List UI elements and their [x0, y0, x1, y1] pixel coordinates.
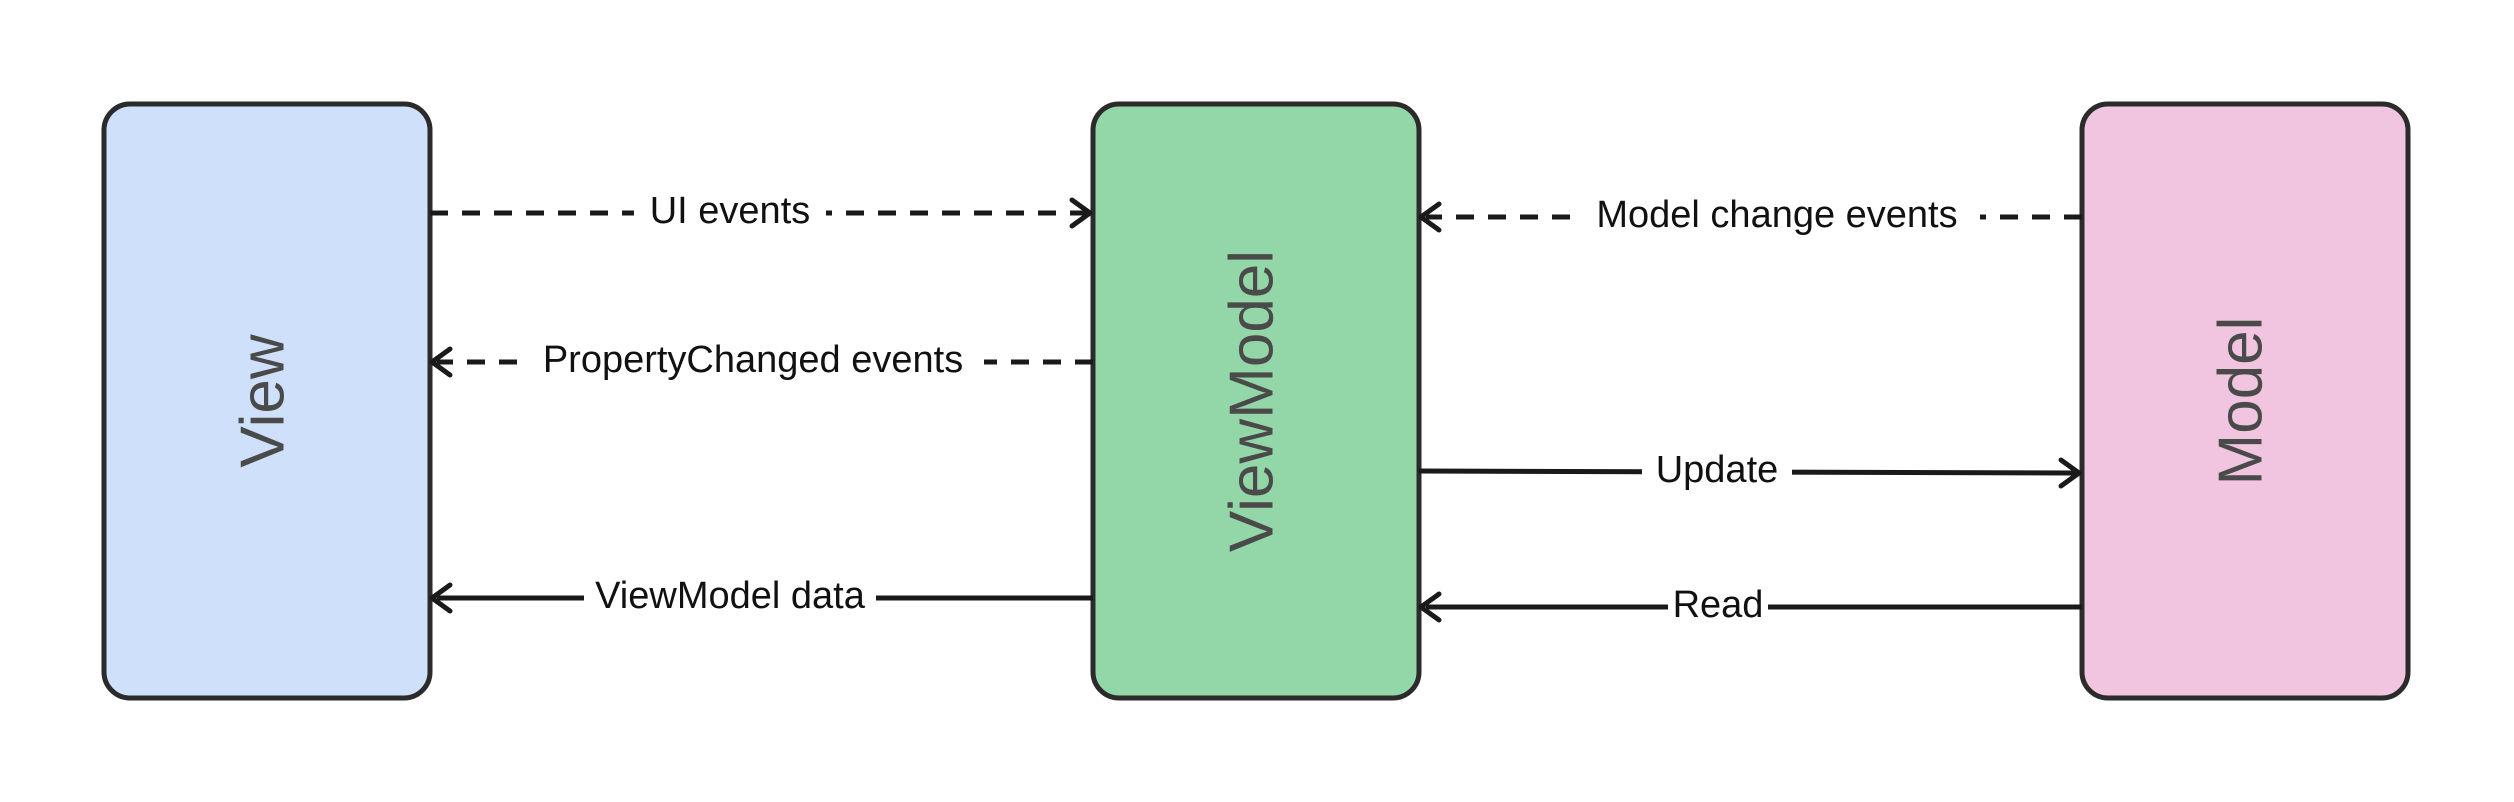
edge-label-bg — [1668, 584, 1768, 630]
edge-viewmodel-data-label: ViewModel data — [595, 575, 866, 617]
edge-label-bg — [1642, 449, 1792, 495]
viewmodel-box — [1090, 101, 1422, 701]
model-label: Model — [2206, 317, 2275, 486]
edge-read: Read — [1418, 584, 2082, 630]
edge-model-change-events: Model change events — [1418, 194, 2082, 240]
edge-viewmodel-data: ViewModel data — [429, 575, 1093, 621]
arrow-head-icon — [2058, 457, 2082, 489]
model-node[interactable]: Model — [2079, 101, 2411, 701]
edge-ui-events-label: UI events — [650, 190, 811, 232]
arrow-head-icon — [1418, 201, 1442, 233]
edge-ui-events: UI events — [430, 190, 1093, 236]
edge-label-bg — [522, 339, 984, 385]
arrow-head-icon — [1069, 197, 1093, 229]
arrow-head-icon — [1418, 591, 1442, 623]
edge-update: Update — [1418, 449, 2082, 495]
edge-update-label: Update — [1656, 449, 1779, 491]
arrow-head-icon — [429, 582, 453, 614]
model-box — [2079, 101, 2411, 701]
edge-label-bg — [1574, 194, 1980, 240]
viewmodel-node[interactable]: ViewModel — [1090, 101, 1422, 701]
viewmodel-label: ViewModel — [1217, 250, 1286, 552]
edge-label-bg — [634, 190, 826, 236]
view-node[interactable]: View — [101, 101, 433, 701]
edge-property-changed-events-label: PropertyChanged events — [543, 339, 963, 381]
edge-label-bg — [584, 575, 876, 621]
edge-read-label: Read — [1673, 584, 1764, 626]
edge-property-changed-events: PropertyChanged events — [429, 339, 1093, 385]
view-box — [101, 101, 433, 701]
view-label: View — [228, 334, 297, 467]
arrow-head-icon — [429, 346, 453, 378]
edge-model-change-events-label: Model change events — [1596, 194, 1957, 236]
